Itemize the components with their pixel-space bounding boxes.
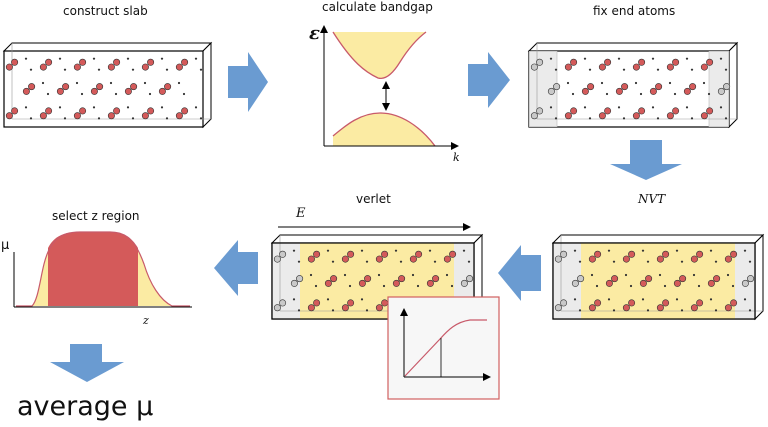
arrow-fix-to-nvt <box>610 140 682 180</box>
average-mu-label: average μ <box>17 391 154 422</box>
mu-y-axis-label: μ <box>1 238 10 253</box>
fix-end-atoms-label: fix end atoms <box>593 4 676 18</box>
arrow-nvt-to-verlet <box>498 245 541 301</box>
mu-z-plot <box>13 231 192 308</box>
arrow-verlet-to-select <box>214 240 258 296</box>
slab-construct <box>2 41 213 129</box>
verlet-label: verlet <box>356 192 391 206</box>
field-e-label: E <box>296 206 306 221</box>
slab-construct-atoms <box>5 57 203 120</box>
arrow-construct-to-bandgap <box>228 52 268 112</box>
mu-x-axis-label: z <box>143 314 149 327</box>
slab-fixed <box>527 41 739 129</box>
slab-nvt <box>551 233 765 321</box>
bandgap-plot <box>320 25 459 150</box>
nvt-label: NVT <box>638 192 666 206</box>
construct-slab-label: construct slab <box>63 4 148 18</box>
slab-nvt-atoms <box>554 249 755 312</box>
velocity-inset <box>387 296 500 400</box>
arrow-bandgap-to-fix <box>468 52 510 108</box>
slab-fixed-atoms <box>530 57 731 120</box>
select-z-region-label: select z region <box>52 209 140 223</box>
bandgap-y-axis-label: ε <box>309 23 320 44</box>
calculate-bandgap-label: calculate bandgap <box>322 0 433 14</box>
bandgap-x-axis-label: k <box>453 151 460 164</box>
arrow-select-to-average <box>50 344 124 382</box>
